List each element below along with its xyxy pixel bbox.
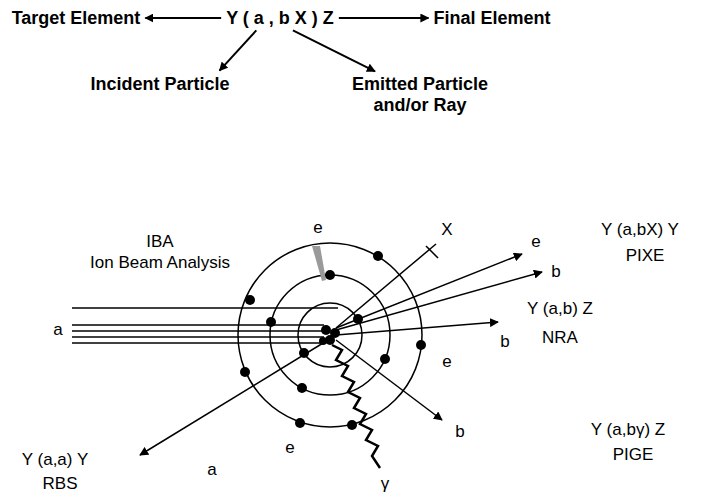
particle-label: X: [441, 220, 452, 240]
notation-arrow: [220, 30, 257, 70]
particle-label: e: [313, 218, 322, 238]
nucleus: [319, 325, 340, 345]
vacancy-shade: [312, 246, 326, 281]
particle-label: a: [53, 320, 62, 340]
reaction-notation: Y (a,bγ) Z: [591, 420, 665, 440]
notation-arrow: [293, 30, 375, 71]
diagram-title: IBA: [146, 232, 173, 252]
incident-beam: [72, 308, 338, 343]
reaction-notation: Y (a,b) Z: [527, 299, 593, 319]
method-name: PIXE: [626, 246, 665, 266]
reaction-notation: Y (a,a) Y: [22, 450, 88, 470]
particle-label: γ: [381, 474, 390, 494]
particle-label: e: [531, 232, 540, 252]
particle-label: b: [455, 422, 464, 442]
method-name: NRA: [542, 328, 578, 348]
particle-label: e: [285, 438, 294, 458]
diagram-title: Ion Beam Analysis: [90, 253, 230, 273]
reaction-notation: Y (a,bX) Y: [601, 220, 679, 240]
particle-label: b: [551, 262, 560, 282]
reaction-notation: Y ( a , b X ) Z: [226, 8, 334, 29]
notation-term: Emitted Particle and/or Ray: [330, 74, 510, 115]
method-name: RBS: [43, 474, 78, 494]
particle-label: e: [442, 352, 451, 372]
notation-arrow: [145, 17, 221, 19]
particle-label: b: [500, 332, 509, 352]
notation-term: Target Element: [12, 8, 141, 29]
emitted-rays: [140, 244, 542, 468]
method-name: PIGE: [613, 445, 654, 465]
notation-arrow: [339, 17, 429, 19]
notation-term: Final Element: [433, 8, 550, 29]
electron-shells: [238, 243, 422, 427]
notation-term: Incident Particle: [90, 74, 229, 95]
electrons: [240, 251, 426, 430]
particle-label: a: [207, 460, 216, 480]
